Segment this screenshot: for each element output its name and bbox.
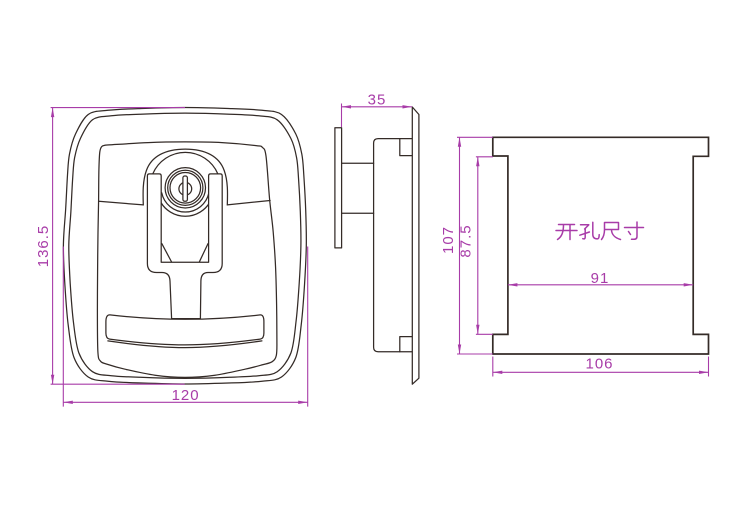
svg-text:87.5: 87.5: [457, 224, 474, 257]
svg-text:106: 106: [585, 356, 613, 373]
svg-text:120: 120: [172, 387, 200, 404]
svg-text:136.5: 136.5: [35, 225, 52, 268]
svg-text:91: 91: [591, 270, 610, 287]
svg-text:35: 35: [368, 91, 387, 108]
svg-text:107: 107: [440, 226, 457, 254]
